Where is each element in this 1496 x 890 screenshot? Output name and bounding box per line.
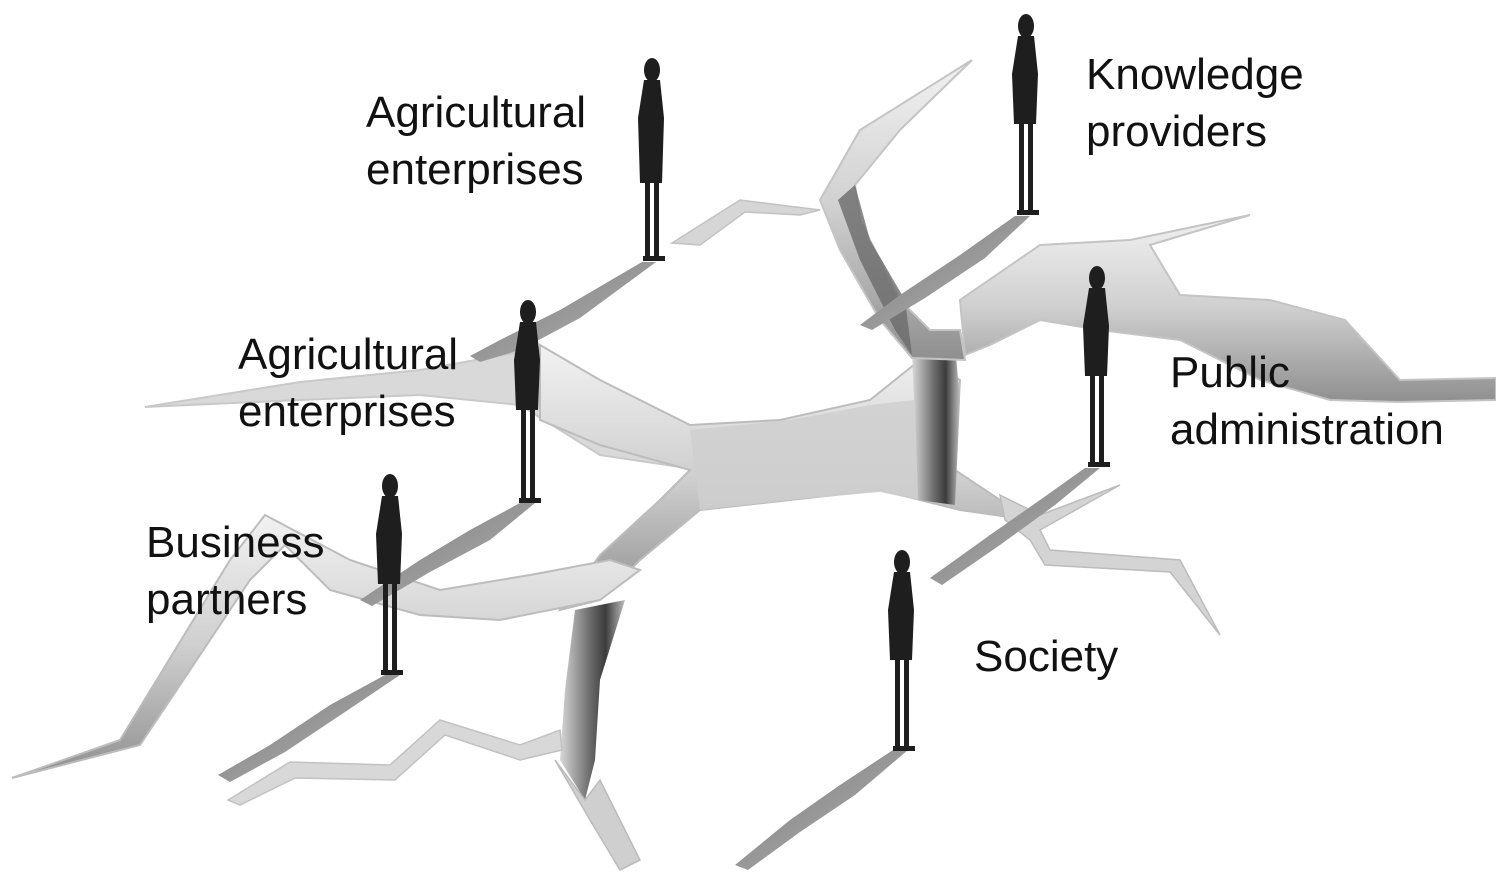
shadow-society bbox=[735, 750, 908, 870]
shadow-agri-top bbox=[470, 262, 656, 362]
crack-center-wall bbox=[690, 400, 918, 510]
person-icon-agricultural-mid bbox=[514, 300, 541, 503]
label-agricultural-enterprises-mid: Agricultural enterprises bbox=[238, 326, 458, 440]
person-figures bbox=[376, 14, 1110, 751]
label-line: administration bbox=[1170, 405, 1444, 454]
crack-lower-depth bbox=[560, 600, 625, 800]
crack-lower-right-branch bbox=[998, 484, 1221, 636]
crack-bottom-branch bbox=[226, 719, 563, 806]
label-line: Knowledge bbox=[1086, 50, 1304, 99]
label-business-partners: Business partners bbox=[146, 514, 325, 628]
shadow-public bbox=[930, 468, 1100, 585]
shadow-agri-mid bbox=[360, 503, 535, 606]
label-knowledge-providers: Knowledge providers bbox=[1086, 46, 1304, 160]
label-line: partners bbox=[146, 575, 308, 624]
crack-top-branch bbox=[818, 59, 973, 362]
label-line: Public bbox=[1170, 348, 1290, 397]
crack-top-depth bbox=[838, 185, 912, 355]
label-society: Society bbox=[974, 628, 1118, 685]
figure-shadows bbox=[218, 216, 1100, 870]
shadow-knowledge bbox=[860, 216, 1030, 330]
person-icon-business bbox=[376, 474, 403, 675]
label-line: Business bbox=[146, 518, 325, 567]
label-line: providers bbox=[1086, 107, 1267, 156]
label-line: Agricultural bbox=[238, 330, 459, 379]
label-public-administration: Public administration bbox=[1170, 344, 1444, 458]
person-icon-public bbox=[1083, 266, 1110, 467]
crack-upper-left-branch bbox=[669, 199, 821, 246]
shadow-business bbox=[218, 675, 400, 782]
label-line: enterprises bbox=[366, 145, 584, 194]
label-line: enterprises bbox=[238, 387, 456, 436]
label-agricultural-enterprises-top: Agricultural enterprises bbox=[366, 84, 586, 198]
crack-center-depth bbox=[912, 345, 960, 505]
crack-right-branch bbox=[958, 214, 1496, 404]
crack-lower-left-branch bbox=[11, 513, 643, 779]
person-icon-society bbox=[888, 550, 915, 751]
label-line: Society bbox=[974, 632, 1119, 681]
ground-crack bbox=[11, 59, 1496, 871]
person-icon-agricultural-top bbox=[638, 58, 665, 261]
person-icon-knowledge bbox=[1012, 14, 1039, 215]
crack-lower-tail bbox=[554, 759, 642, 871]
label-line: Agricultural bbox=[366, 88, 587, 137]
